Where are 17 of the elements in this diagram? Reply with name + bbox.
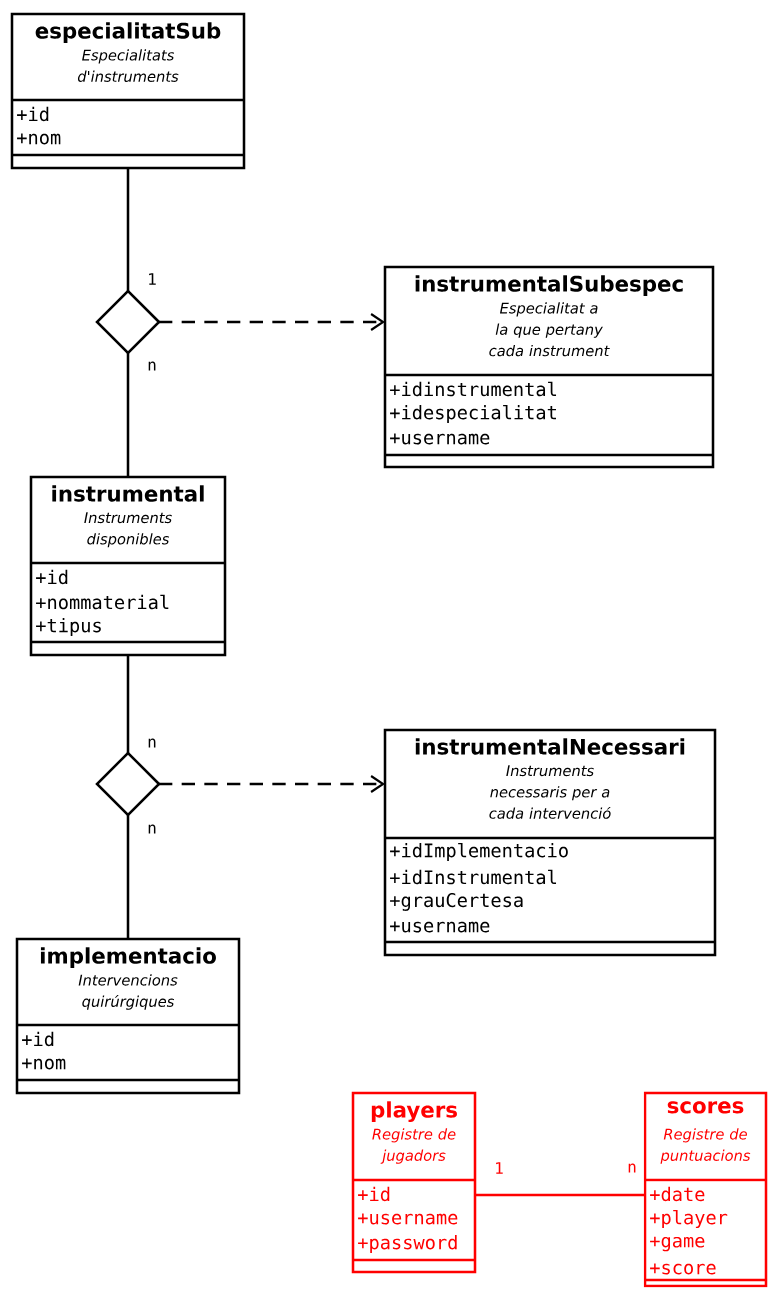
connector-line — [475, 1193, 645, 1197]
connector-line — [126, 815, 130, 939]
class-box: scores Registre de puntuacions +date +player +game +score — [643, 1091, 768, 1288]
class-box: instrumental Instruments disponibles +id +nommaterial +tipus — [29, 475, 227, 657]
class-box: instrumentalSubespec Especialitat a la que pertany cada instrument +idinstrumental +idespecialitat +username — [383, 265, 715, 469]
connector-line — [126, 353, 130, 477]
class-box: players Registre de jugadors +id +username +password — [351, 1091, 477, 1274]
class-box: instrumentalNecessari Instruments necessaris per a cada intervenció +idImplementacio +idInstrumental +grauCertesa +username — [383, 728, 717, 957]
connector-line — [126, 168, 130, 291]
connector-line — [159, 775, 385, 793]
connector-line — [126, 655, 130, 753]
relationship-diamond — [95, 751, 161, 817]
relationship-diamond — [95, 289, 161, 355]
class-box: implementacio Intervencions quirúrgiques +id +nom — [15, 937, 241, 1095]
connector-line — [159, 313, 385, 331]
multiplicity-label: 1 — [496, 1162, 503, 1174]
class-box: especialitatSub Especialitats d'instruments +id +nom — [10, 12, 246, 170]
